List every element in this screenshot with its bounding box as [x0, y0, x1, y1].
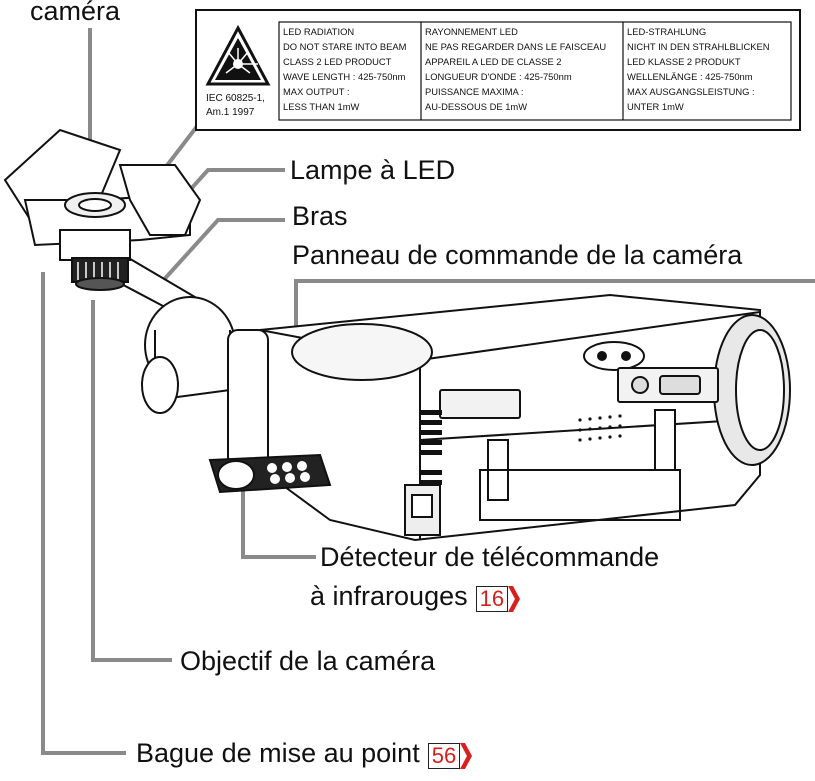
- label-line: LESS THAN 1mW: [283, 101, 360, 112]
- leader-arm: [148, 218, 285, 297]
- callout-led-lamp: Lampe à LED: [290, 155, 456, 185]
- label-line: APPAREIL A LED DE CLASSE 2: [425, 56, 562, 67]
- label-line: WAVE LENGTH : 425-750nm: [283, 71, 406, 82]
- page-ref-56[interactable]: 56: [427, 741, 473, 769]
- label-line: LED RADIATION: [283, 26, 354, 37]
- leader-focus-ring: [41, 272, 126, 755]
- label-standard-line2: Am.1 1997: [206, 107, 255, 118]
- page-ref-56-number: 56: [427, 742, 461, 769]
- label-line: LED KLASSE 2 PRODUKT: [627, 56, 741, 67]
- camera-head: [3, 128, 202, 291]
- focus-ring-text: Bague de mise au point: [136, 738, 420, 768]
- label-col-fr: RAYONNEMENT LED NE PAS REGARDER DANS LE F…: [425, 26, 606, 112]
- front-panel: [208, 453, 332, 494]
- callout-ir-detector-line1: Détecteur de télécommande: [320, 542, 660, 572]
- label-col-de: LED-STRAHLUNG NICHT IN DEN STRAHLBLICKEN L…: [627, 26, 770, 112]
- label-line: PUISSANCE MAXIMA :: [425, 86, 523, 97]
- callout-lens: Objectif de la caméra: [180, 646, 436, 676]
- laser-warning-label: IEC 60825-1, Am.1 1997 LED RADIATION DO N…: [195, 9, 801, 131]
- label-line: RAYONNEMENT LED: [425, 26, 518, 37]
- label-line: AU-DESSOUS DE 1mW: [425, 101, 527, 112]
- leader-lens: [91, 300, 172, 662]
- label-line: LED-STRAHLUNG: [627, 26, 706, 37]
- arm: [93, 248, 269, 481]
- label-line: DO NOT STARE INTO BEAM: [283, 41, 407, 52]
- label-line: UNTER 1mW: [627, 101, 684, 112]
- label-line: MAX OUTPUT :: [283, 86, 350, 97]
- leader-ir-detector: [241, 480, 316, 559]
- callout-focus-ring: Bague de mise au point 56: [136, 738, 473, 769]
- laser-hazard-icon: [205, 24, 271, 86]
- label-col-en: LED RADIATION DO NOT STARE INTO BEAM CLASS…: [283, 26, 407, 112]
- callout-control-panel: Panneau de commande de la caméra: [292, 240, 743, 270]
- label-line: NE PAS REGARDER DANS LE FAISCEAU: [425, 41, 606, 52]
- label-line: NICHT IN DEN STRAHLBLICKEN: [627, 41, 770, 52]
- label-line: WELLENLÄNGE : 425-750nm: [627, 71, 753, 82]
- label-standard-line1: IEC 60825-1,: [206, 93, 265, 104]
- page-ref-16-number: 16: [475, 585, 509, 612]
- chevron-right-icon: [460, 742, 473, 769]
- callout-camera: caméra: [30, 0, 121, 26]
- label-line: LONGUEUR D'ONDE : 425-750nm: [425, 71, 572, 82]
- callout-ir-detector-line2: à infrarouges 16: [310, 581, 521, 612]
- label-line: CLASS 2 LED PRODUCT: [283, 56, 392, 67]
- ir-detector-text: à infrarouges: [310, 581, 468, 611]
- projector-body: [258, 293, 791, 542]
- callout-arm: Bras: [292, 201, 348, 231]
- page-ref-16[interactable]: 16: [475, 584, 521, 612]
- label-line: MAX AUSGANGSLEISTUNG :: [627, 86, 755, 97]
- chevron-right-icon: [508, 585, 521, 612]
